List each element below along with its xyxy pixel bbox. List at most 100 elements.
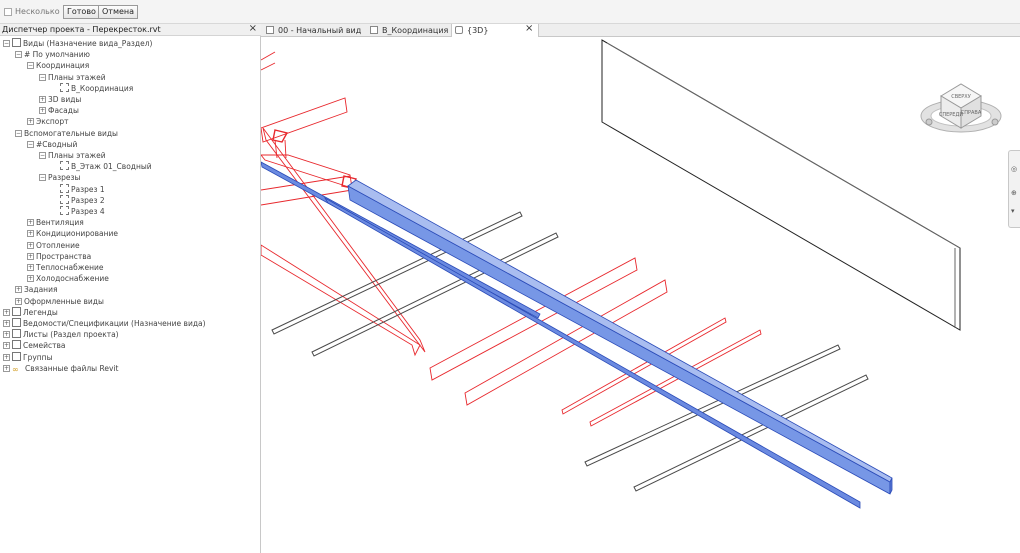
tree-item[interactable]: −Виды (Назначение вида_Раздел): [3, 38, 152, 49]
tab-start-view[interactable]: 00 - Начальный вид: [263, 24, 363, 37]
tree-item-label: Вспомогательные виды: [24, 128, 118, 138]
collapse-icon[interactable]: −: [3, 40, 10, 47]
wall-panel[interactable]: [601, 39, 961, 331]
tree-item-label: Теплоснабжение: [36, 263, 104, 272]
model-view[interactable]: [261, 37, 1020, 553]
tree-item[interactable]: −Планы этажей: [39, 150, 106, 161]
tree-item-label: Оформленные виды: [24, 296, 104, 306]
tree-item[interactable]: +Фасады: [39, 105, 79, 116]
tree-item[interactable]: +Экспорт: [27, 116, 69, 127]
multiple-label: Несколько: [15, 7, 60, 16]
cancel-button[interactable]: Отмена: [98, 5, 139, 19]
navigation-bar: ◎ ⊕ ▾: [1008, 150, 1020, 228]
tree-item-label: Разрезы: [48, 173, 81, 183]
close-icon[interactable]: ×: [525, 23, 534, 34]
expand-icon[interactable]: +: [39, 96, 46, 103]
tree-item-label: Холодоснабжение: [36, 274, 109, 284]
tree-item[interactable]: −# По умолчанию: [15, 49, 90, 60]
tree-item[interactable]: −Координация: [27, 60, 89, 71]
tree-item[interactable]: В_Координация: [51, 82, 134, 94]
red-ducts[interactable]: [261, 51, 762, 427]
expand-icon[interactable]: +: [27, 219, 34, 227]
section-icon: [60, 183, 69, 193]
collapse-icon[interactable]: −: [27, 140, 34, 148]
tree-item[interactable]: Разрез 1: [51, 183, 105, 195]
tree-item[interactable]: +Холодоснабжение: [27, 273, 109, 284]
tree-item-label: Легенды: [23, 307, 58, 317]
tree-item[interactable]: +Семейства: [3, 340, 66, 351]
collapse-icon[interactable]: −: [39, 73, 46, 81]
tree-item[interactable]: +Листы (Раздел проекта): [3, 329, 119, 340]
tab-coordination[interactable]: В_Координация: [367, 24, 451, 37]
tree-item[interactable]: +Кондиционирование: [27, 228, 118, 239]
tree-item[interactable]: +∞Связанные файлы Revit: [3, 363, 118, 374]
tree-item-label: Разрез 2: [71, 195, 105, 205]
tree-item-label: В_Координация: [71, 83, 134, 93]
expand-icon[interactable]: +: [27, 264, 34, 271]
schedule-icon: [12, 318, 21, 327]
chevron-down-icon[interactable]: ▾: [1011, 207, 1015, 215]
collapse-icon[interactable]: −: [15, 51, 22, 59]
tree-item[interactable]: + Ведомости/Спецификации (Назначение вида…: [3, 318, 206, 329]
expand-icon[interactable]: +: [15, 286, 22, 294]
tree-item-label: Пространства: [36, 251, 92, 261]
3d-viewport[interactable]: [261, 37, 1020, 553]
expand-icon[interactable]: +: [3, 342, 10, 350]
expand-icon[interactable]: +: [3, 353, 10, 361]
expand-icon[interactable]: +: [27, 241, 34, 249]
view-cube[interactable]: СВЕРХУ СПЕРЕДИ СПРАВА: [915, 70, 1007, 140]
tree-item[interactable]: +Оформленные виды: [15, 296, 104, 307]
cable-trays[interactable]: [271, 211, 869, 492]
tree-item-label: Разрез 4: [71, 207, 105, 216]
family-icon: [12, 340, 21, 350]
expand-icon[interactable]: +: [15, 297, 22, 305]
expand-icon[interactable]: +: [39, 107, 46, 115]
tree-item-label: Кондиционирование: [36, 229, 118, 239]
tab-3d[interactable]: {3D}: [451, 24, 539, 37]
expand-icon[interactable]: +: [27, 118, 34, 126]
tree-item[interactable]: −#Сводный: [27, 139, 77, 150]
tree-item[interactable]: +Задания: [15, 284, 57, 295]
tree-item[interactable]: −Разрезы: [39, 172, 80, 183]
expand-icon[interactable]: +: [3, 364, 10, 372]
close-icon[interactable]: ×: [248, 23, 257, 34]
collapse-icon[interactable]: −: [39, 152, 46, 159]
tree-item-label: Ведомости/Спецификации (Назначение вида): [23, 319, 206, 328]
project-browser: Диспетчер проекта - Перекресток.rvt × −В…: [0, 23, 261, 553]
tree-item-label: Экспорт: [36, 117, 69, 127]
sheet-icon: [12, 329, 21, 339]
tree-item[interactable]: +Пространства: [27, 251, 91, 262]
expand-icon[interactable]: +: [27, 275, 34, 283]
collapse-icon[interactable]: −: [15, 129, 22, 137]
project-browser-title: Диспетчер проекта - Перекресток.rvt: [2, 25, 161, 34]
expand-icon[interactable]: +: [27, 252, 34, 260]
expand-icon[interactable]: +: [3, 320, 10, 327]
views-icon: [12, 38, 21, 47]
floor-plan-icon: [60, 82, 69, 92]
tree-item[interactable]: + Легенды: [3, 306, 58, 318]
tree-item-label: Планы этажей: [48, 72, 106, 82]
tree-item[interactable]: −Вспомогательные виды: [15, 128, 118, 139]
multiple-checkbox[interactable]: [4, 8, 12, 16]
steering-wheel-icon[interactable]: ◎: [1011, 165, 1018, 173]
tree-item[interactable]: Разрез 4: [51, 206, 105, 217]
expand-icon[interactable]: +: [3, 308, 10, 316]
plan-view-icon: [266, 26, 274, 34]
tree-item[interactable]: +Вентиляция: [27, 217, 84, 228]
blue-pipes[interactable]: [261, 161, 893, 509]
tree-item[interactable]: +Отопление: [27, 240, 80, 251]
done-button[interactable]: Готово: [63, 5, 100, 19]
tree-item-label: # По умолчанию: [24, 50, 90, 60]
collapse-icon[interactable]: −: [39, 174, 46, 182]
tree-item[interactable]: В_Этаж 01_Сводный: [51, 161, 152, 172]
expand-icon[interactable]: +: [27, 230, 34, 238]
tree-item[interactable]: + Группы: [3, 351, 53, 363]
tree-item[interactable]: +3D виды: [39, 94, 81, 105]
tree-item-label: Группы: [23, 352, 53, 362]
zoom-icon[interactable]: ⊕: [1011, 189, 1017, 197]
tree-item[interactable]: −Планы этажей: [39, 72, 106, 83]
tree-item[interactable]: +Теплоснабжение: [27, 262, 104, 273]
tree-item[interactable]: Разрез 2: [51, 194, 105, 206]
expand-icon[interactable]: +: [3, 331, 10, 339]
collapse-icon[interactable]: −: [27, 62, 34, 70]
